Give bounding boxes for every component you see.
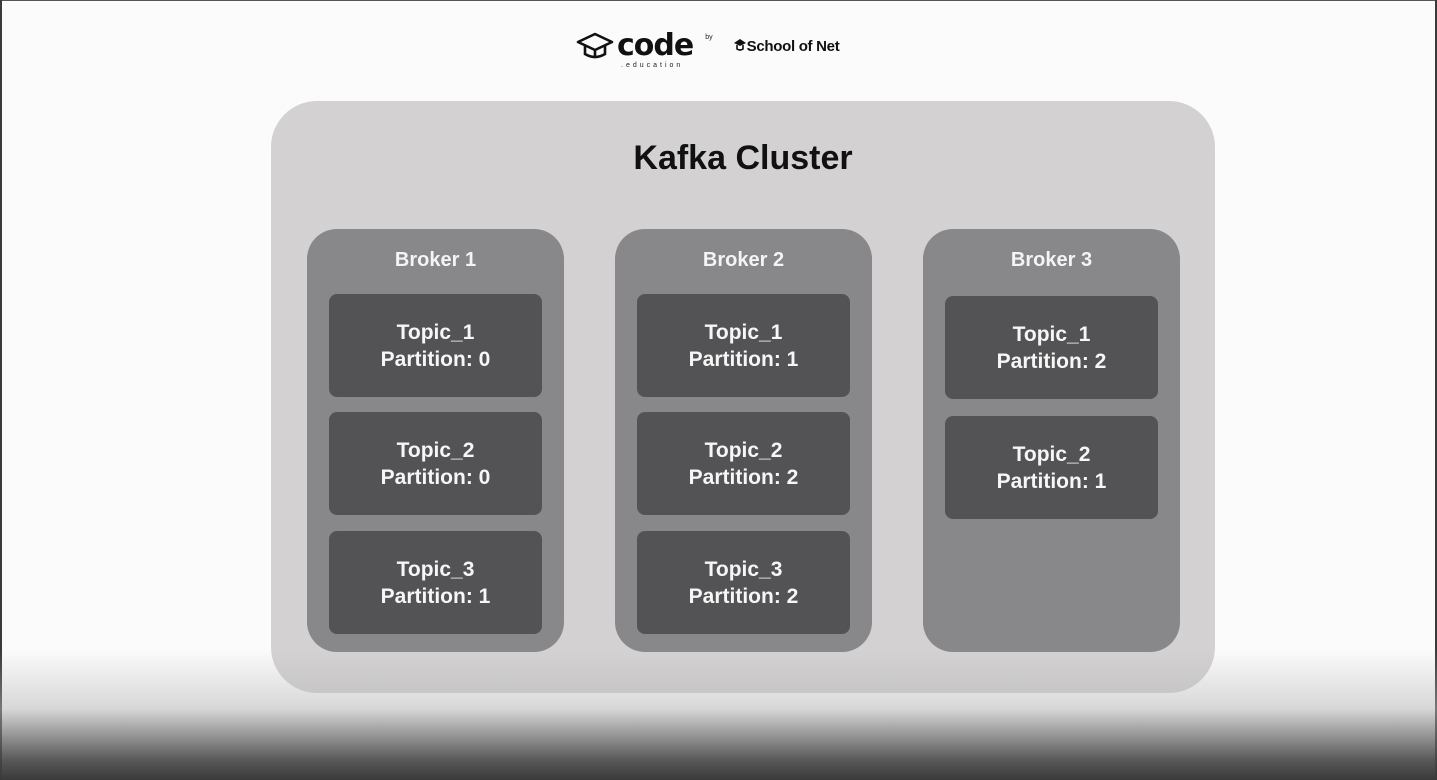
partition-number: Partition: 1 [688,347,799,371]
topic-name: Topic_2 [396,438,475,462]
logo-bar: code .education by School of Net [575,24,865,69]
kafka-cluster: Kafka Cluster Broker 1 Topic_1 Partition… [271,101,1215,693]
partition-number: Partition: 2 [688,465,799,489]
topic-partition-box: Topic_2 Partition: 1 [945,416,1158,519]
school-of-net-cap-icon [733,39,746,51]
broker-title: Broker 3 [1010,249,1093,271]
broker-title: Broker 1 [394,249,477,271]
topic-name: Topic_1 [396,320,475,344]
topic-name: Topic_1 [704,320,783,344]
frame-edge-right [1435,0,1437,780]
cluster-title: Kafka Cluster [633,139,853,177]
topic-partition-box: Topic_1 Partition: 1 [637,294,850,397]
code-logo-text: code [617,28,694,63]
topic-partition-box: Topic_1 Partition: 2 [945,296,1158,399]
topic-name: Topic_3 [396,557,475,581]
graduation-cap-icon [576,32,614,59]
topic-partition-box: Topic_3 Partition: 1 [329,531,542,634]
code-education-logo: code .education [575,28,694,69]
broker-2: Broker 2 Topic_1 Partition: 1 Topic_2 Pa… [615,229,872,652]
broker-3: Broker 3 Topic_1 Partition: 2 Topic_2 Pa… [923,229,1180,652]
frame-edge-left [0,0,2,780]
topic-name: Topic_3 [704,557,783,581]
school-of-net-text: School of Net [746,37,840,55]
topic-partition-box: Topic_1 Partition: 0 [329,294,542,397]
frame-edge-top [0,0,1437,1]
topic-partition-box: Topic_3 Partition: 2 [637,531,850,634]
topic-partition-box: Topic_2 Partition: 2 [637,412,850,515]
by-text: by [705,33,713,41]
topic-name: Topic_2 [704,438,783,462]
partition-number: Partition: 0 [380,347,491,371]
broker-1: Broker 1 Topic_1 Partition: 0 Topic_2 Pa… [307,229,564,652]
topic-partition-box: Topic_2 Partition: 0 [329,412,542,515]
partition-number: Partition: 2 [996,349,1107,373]
partition-number: Partition: 1 [380,584,491,608]
partition-number: Partition: 1 [996,469,1107,493]
school-of-net-logo: School of Net [733,37,840,55]
broker-title: Broker 2 [702,249,785,271]
partition-number: Partition: 0 [380,465,491,489]
topic-name: Topic_1 [1012,322,1091,346]
education-logo-text: .education [621,62,684,69]
partition-number: Partition: 2 [688,584,799,608]
topic-name: Topic_2 [1012,442,1091,466]
